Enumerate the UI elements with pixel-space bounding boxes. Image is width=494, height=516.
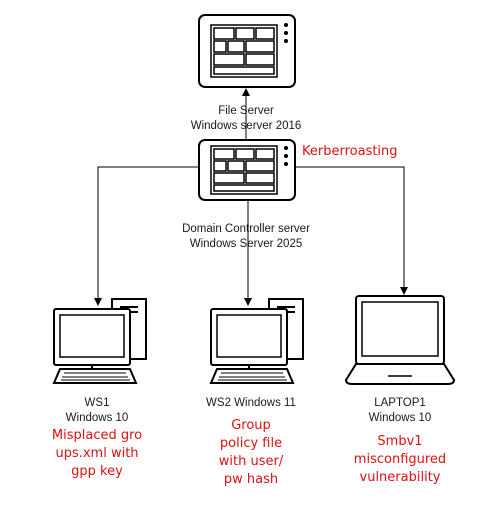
ws1-name: WS1: [84, 397, 110, 409]
file-server-os: Windows server 2016: [190, 120, 302, 132]
domain-controller-os: Windows Server 2025: [189, 238, 303, 250]
laptop1-os: Windows 10: [368, 412, 432, 424]
link-dc-to-ws1: [94, 166, 200, 306]
ws2-vulnerability-line-1: Group: [231, 418, 271, 433]
laptop1-vulnerability-line-3: vulnerability: [359, 470, 441, 485]
file-server-name: File Server: [218, 105, 274, 117]
ws2-vulnerability-line-2: policy file: [219, 436, 283, 451]
ws1-vulnerability-line-2: ups.xml with: [55, 446, 139, 461]
laptop1-name: LAPTOP1: [374, 397, 426, 409]
laptop1-vulnerability-line-2: misconfigured: [353, 452, 447, 467]
domain-controller-name: Domain Controller server: [182, 223, 310, 235]
ws1-os: Windows 10: [65, 412, 129, 424]
desktop-computer-icon[interactable]: [209, 298, 304, 384]
ws2-vulnerability-line-3: with user/: [218, 454, 284, 469]
laptop-icon[interactable]: [344, 295, 456, 385]
domain-controller-vulnerability: Kerberroasting: [302, 144, 398, 159]
laptop1-vulnerability-line-1: Smbv1: [377, 434, 423, 449]
server-rack-icon[interactable]: [198, 14, 296, 88]
ws2-name: WS2 Windows 11: [206, 397, 296, 409]
ws2-vulnerability-line-4: pw hash: [223, 472, 279, 487]
server-rack-icon[interactable]: [198, 139, 296, 201]
link-dc-to-laptop1: [296, 166, 408, 295]
connectors: [94, 88, 408, 306]
ws1-vulnerability-line-3: gpp key: [71, 464, 123, 479]
desktop-computer-icon[interactable]: [52, 298, 147, 384]
ws1-vulnerability-line-1: Misplaced gro: [51, 428, 143, 443]
